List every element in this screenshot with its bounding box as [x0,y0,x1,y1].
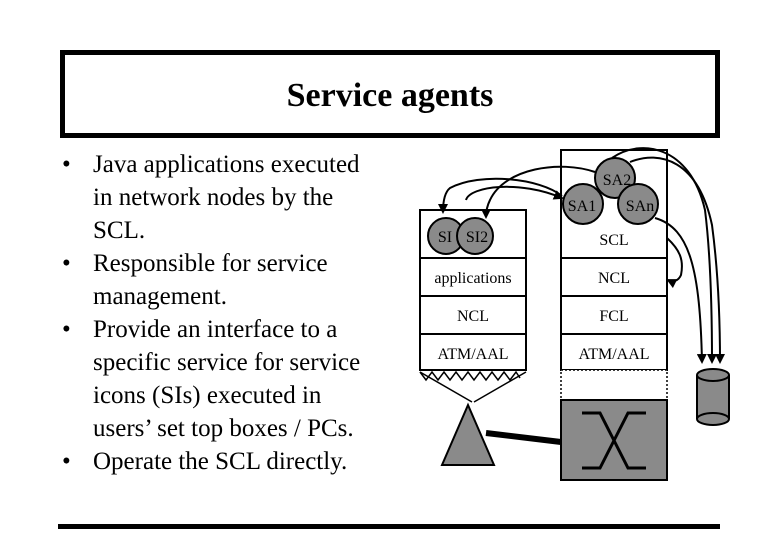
bullet-line: Responsible for service [93,250,328,277]
bullet-line: in network nodes by the [93,184,334,211]
bullet-list: • Java applications executed in network … [62,148,402,478]
bullet-line: users’ set top boxes / PCs. [93,415,354,442]
layer-fcl: FCL [599,308,628,325]
arrow-san-db [654,217,707,364]
arrow-scl-ncl [666,237,683,289]
interaction-arrows [438,147,725,364]
bullet-item: • Provide an interface to a specific ser… [62,313,402,445]
title-box: Service agents [60,50,720,138]
bullet-line: icons (SIs) executed in [93,382,322,409]
bullet-line: Provide an interface to a [93,316,338,343]
sa1-label: SA1 [568,198,596,215]
slide-title: Service agents [286,77,494,114]
terminal-triangle-icon [440,402,496,466]
arrow-sa2-db [611,147,717,364]
bullet-line: SCL. [93,217,146,244]
arrow-sa2-db-2 [629,156,725,364]
si-label: SI [438,229,452,246]
bullet-line: management. [93,283,227,310]
database-icon [696,368,730,426]
layer-atm-aal: ATM/AAL [437,346,508,363]
bullet-marker: • [62,316,71,343]
san-label: SAn [626,198,654,215]
bullet-marker: • [62,250,71,277]
client-stack: SI SI2 applications NCL ATM/AAL [419,209,527,466]
funnel-line [473,371,527,403]
bullet-marker: • [62,448,71,475]
bullet-line: Operate the SCL directly. [93,448,348,475]
layer-scl: SCL [599,232,628,249]
bullet-line: Java applications executed [93,151,360,178]
layer-atm-aal: ATM/AAL [578,346,649,363]
bottom-rule [58,524,720,529]
service-agent-sa1 [562,183,604,225]
zigzag-trim [419,370,521,382]
dotted-gap [560,369,668,401]
switch-path [582,411,646,470]
service-agent-san [617,183,659,225]
bullet-line: specific service for service [93,349,361,376]
sa2-label: SA2 [603,172,631,189]
node-stack: SA2 SA1 SAn SCL NCL FCL ATM/AAL [560,149,668,481]
layer-applications: applications [434,270,511,287]
bullet-item: • Responsible for service management. [62,247,402,313]
layer-ncl: NCL [457,308,489,325]
layer-ncl: NCL [598,270,630,287]
service-icon-si2 [456,217,494,255]
arrow-sa2-si2 [481,165,596,219]
bullet-marker: • [62,151,71,178]
si2-label: SI2 [466,229,488,246]
arrow-sa1-si [438,177,563,214]
access-link [485,430,562,445]
funnel-line [419,371,473,403]
bullet-item: • Operate the SCL directly. [62,445,402,478]
bullet-item: • Java applications executed in network … [62,148,402,247]
